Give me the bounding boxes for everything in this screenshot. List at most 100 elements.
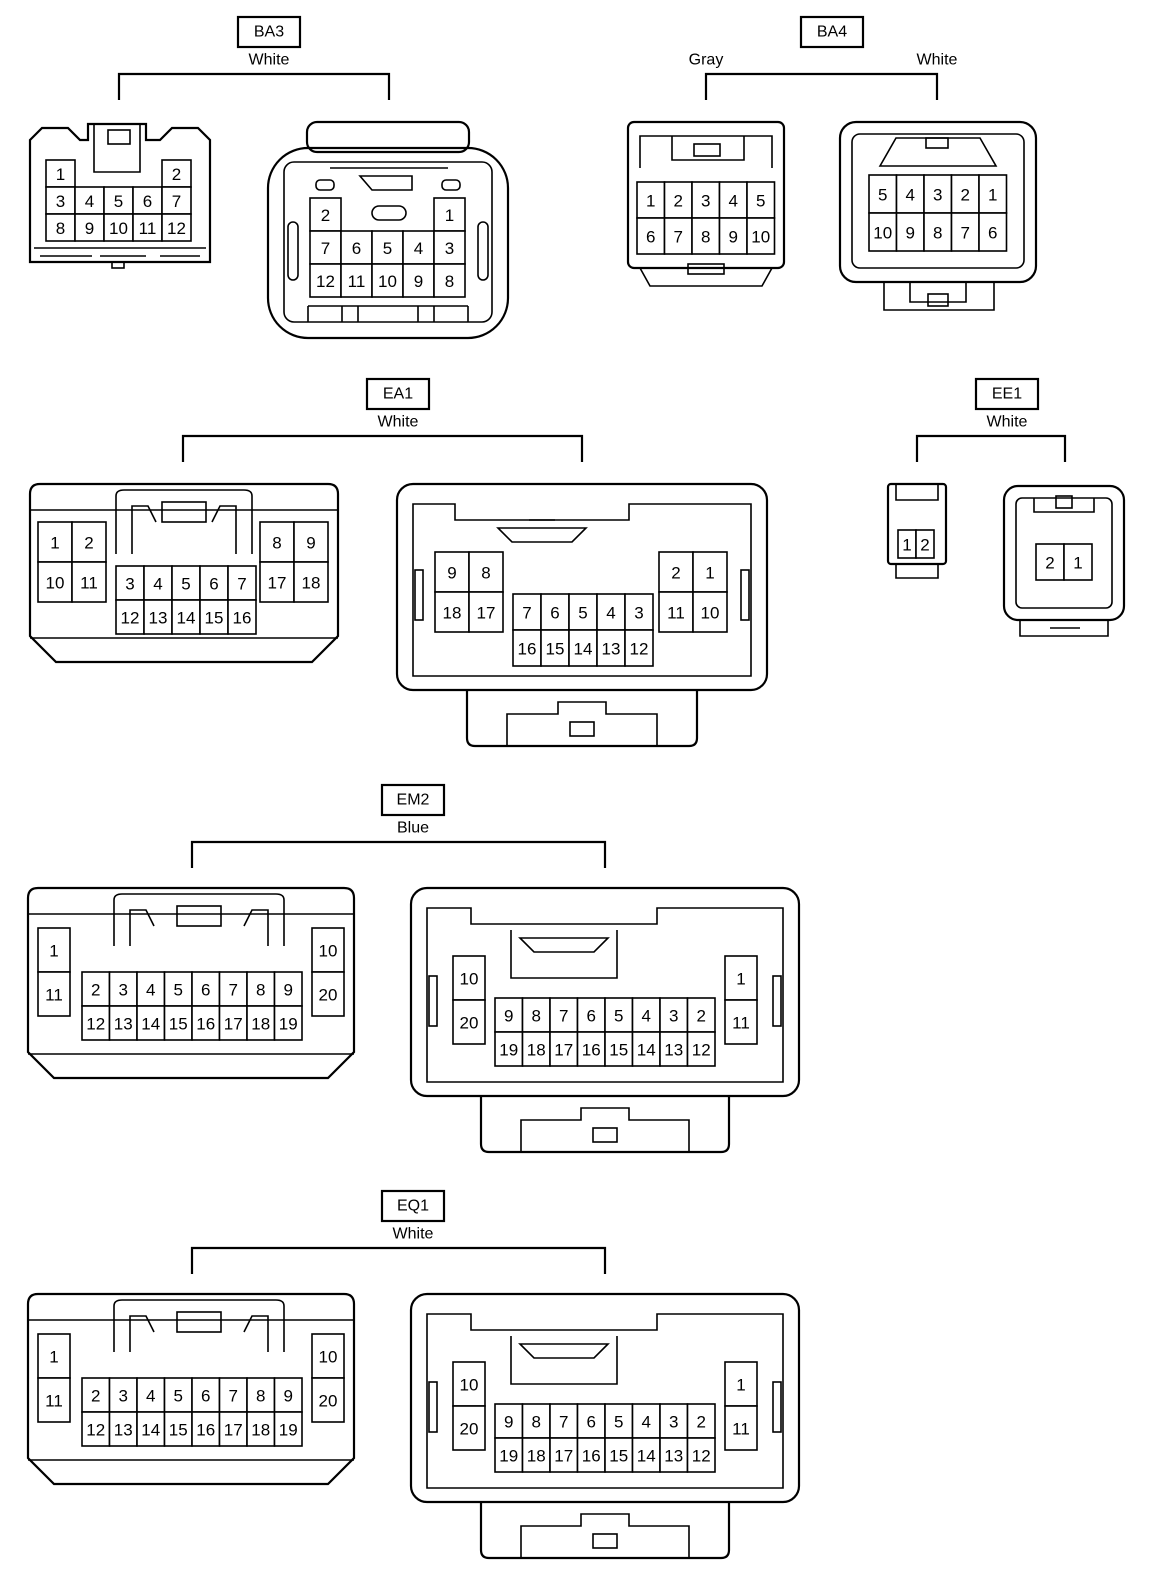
pin-cell <box>273 1377 303 1413</box>
pin-cell <box>136 971 166 1007</box>
connector-inner-frame <box>1015 497 1113 609</box>
connector-bracket <box>117 72 391 100</box>
connector-base <box>1019 620 1109 637</box>
connector-inner-frame <box>283 161 493 323</box>
pin-cell <box>724 955 758 1001</box>
pin-number: 9 <box>284 981 293 1000</box>
connector-clip-left <box>315 179 335 191</box>
connector-color-label: White <box>249 52 290 69</box>
connector-id-box <box>365 377 431 411</box>
pin-cell <box>37 1377 71 1423</box>
pin-cell <box>686 1403 716 1439</box>
pin-number: 7 <box>674 228 683 247</box>
pin-cell <box>718 217 748 255</box>
connector-top-housing <box>305 120 471 154</box>
connector-id: BA3 <box>254 24 284 41</box>
connector-latch-tab <box>1055 495 1073 509</box>
pin-cell <box>37 521 73 563</box>
connector-bracket <box>190 840 607 868</box>
pin-cell <box>494 1403 524 1439</box>
pin-number: 19 <box>279 1015 298 1034</box>
connector-latch-arms <box>129 1315 269 1352</box>
connector-latch <box>113 1299 285 1352</box>
pin-number: 15 <box>169 1421 188 1440</box>
connector-housing <box>28 122 212 264</box>
pin-number: 2 <box>671 564 680 583</box>
pin-number: 12 <box>121 609 140 628</box>
pin-number: 6 <box>201 1387 210 1406</box>
connector-rib-right <box>477 221 489 281</box>
pin-cell <box>624 593 654 631</box>
pin-cell <box>402 230 435 265</box>
pin-cell <box>468 591 504 633</box>
pin-number: 1 <box>50 534 59 553</box>
pin-number: 3 <box>634 604 643 623</box>
connector-color-label: White <box>393 1226 434 1243</box>
pin-cell <box>191 971 221 1007</box>
pin-cell <box>161 213 192 242</box>
pin-number: 11 <box>732 1014 750 1033</box>
pin-cell <box>1063 543 1093 581</box>
pin-number: 6 <box>646 228 655 247</box>
pin-number: 12 <box>630 640 649 659</box>
pin-number: 8 <box>933 224 942 243</box>
pin-cell <box>549 1437 579 1473</box>
pin-number: 10 <box>873 224 892 243</box>
pin-number: 19 <box>279 1421 298 1440</box>
pin-cell <box>218 1411 248 1447</box>
pin-number: 5 <box>114 192 123 211</box>
pin-number: 10 <box>46 574 65 593</box>
connector-latch-tab <box>107 129 131 145</box>
pin-number: 5 <box>578 604 587 623</box>
connector-latch <box>510 1336 618 1385</box>
pin-number: 5 <box>614 1413 623 1432</box>
pin-number: 11 <box>348 272 366 291</box>
pin-number: 9 <box>729 228 738 247</box>
connector-id: EA1 <box>383 386 413 403</box>
pin-cell <box>191 1411 221 1447</box>
pin-number: 20 <box>319 1392 338 1411</box>
connector-inner-frame <box>412 503 752 677</box>
pin-number: 14 <box>141 1015 160 1034</box>
pin-number: 2 <box>697 1007 706 1026</box>
connector-inner-frame <box>851 133 1025 269</box>
pin-cell <box>915 529 935 559</box>
pin-number: 15 <box>546 640 565 659</box>
pin-number: 16 <box>233 609 252 628</box>
pin-number: 16 <box>582 1447 601 1466</box>
connector-bracket <box>704 72 939 100</box>
pin-cell <box>686 1437 716 1473</box>
pin-number: 1 <box>705 564 714 583</box>
pin-number: 4 <box>606 604 615 623</box>
pin-cell <box>895 174 925 214</box>
connector-latch-arms <box>129 909 269 946</box>
pin-number: 2 <box>91 981 100 1000</box>
pin-number: 18 <box>527 1041 546 1060</box>
pin-number: 5 <box>174 1387 183 1406</box>
pin-number: 5 <box>878 186 887 205</box>
connector-key <box>687 263 725 275</box>
pin-number: 15 <box>169 1015 188 1034</box>
pin-number: 16 <box>196 1421 215 1440</box>
pin-number: 11 <box>139 219 157 238</box>
pin-number: 18 <box>302 574 321 593</box>
connector-housing <box>626 120 786 270</box>
connector-housing <box>409 1292 801 1504</box>
pin-cell <box>171 599 201 635</box>
connector-base-slots <box>307 305 469 322</box>
pin-cell <box>71 561 107 603</box>
connector-rails <box>34 247 206 257</box>
pin-number: 2 <box>84 534 93 553</box>
pin-number: 13 <box>114 1015 133 1034</box>
pin-number: 3 <box>56 192 65 211</box>
pin-cell <box>631 1437 661 1473</box>
connector-housing <box>28 482 340 664</box>
pin-cell <box>978 174 1008 214</box>
pin-number: 12 <box>692 1041 711 1060</box>
pin-cell <box>136 1005 166 1041</box>
connector-housing <box>26 1292 356 1486</box>
